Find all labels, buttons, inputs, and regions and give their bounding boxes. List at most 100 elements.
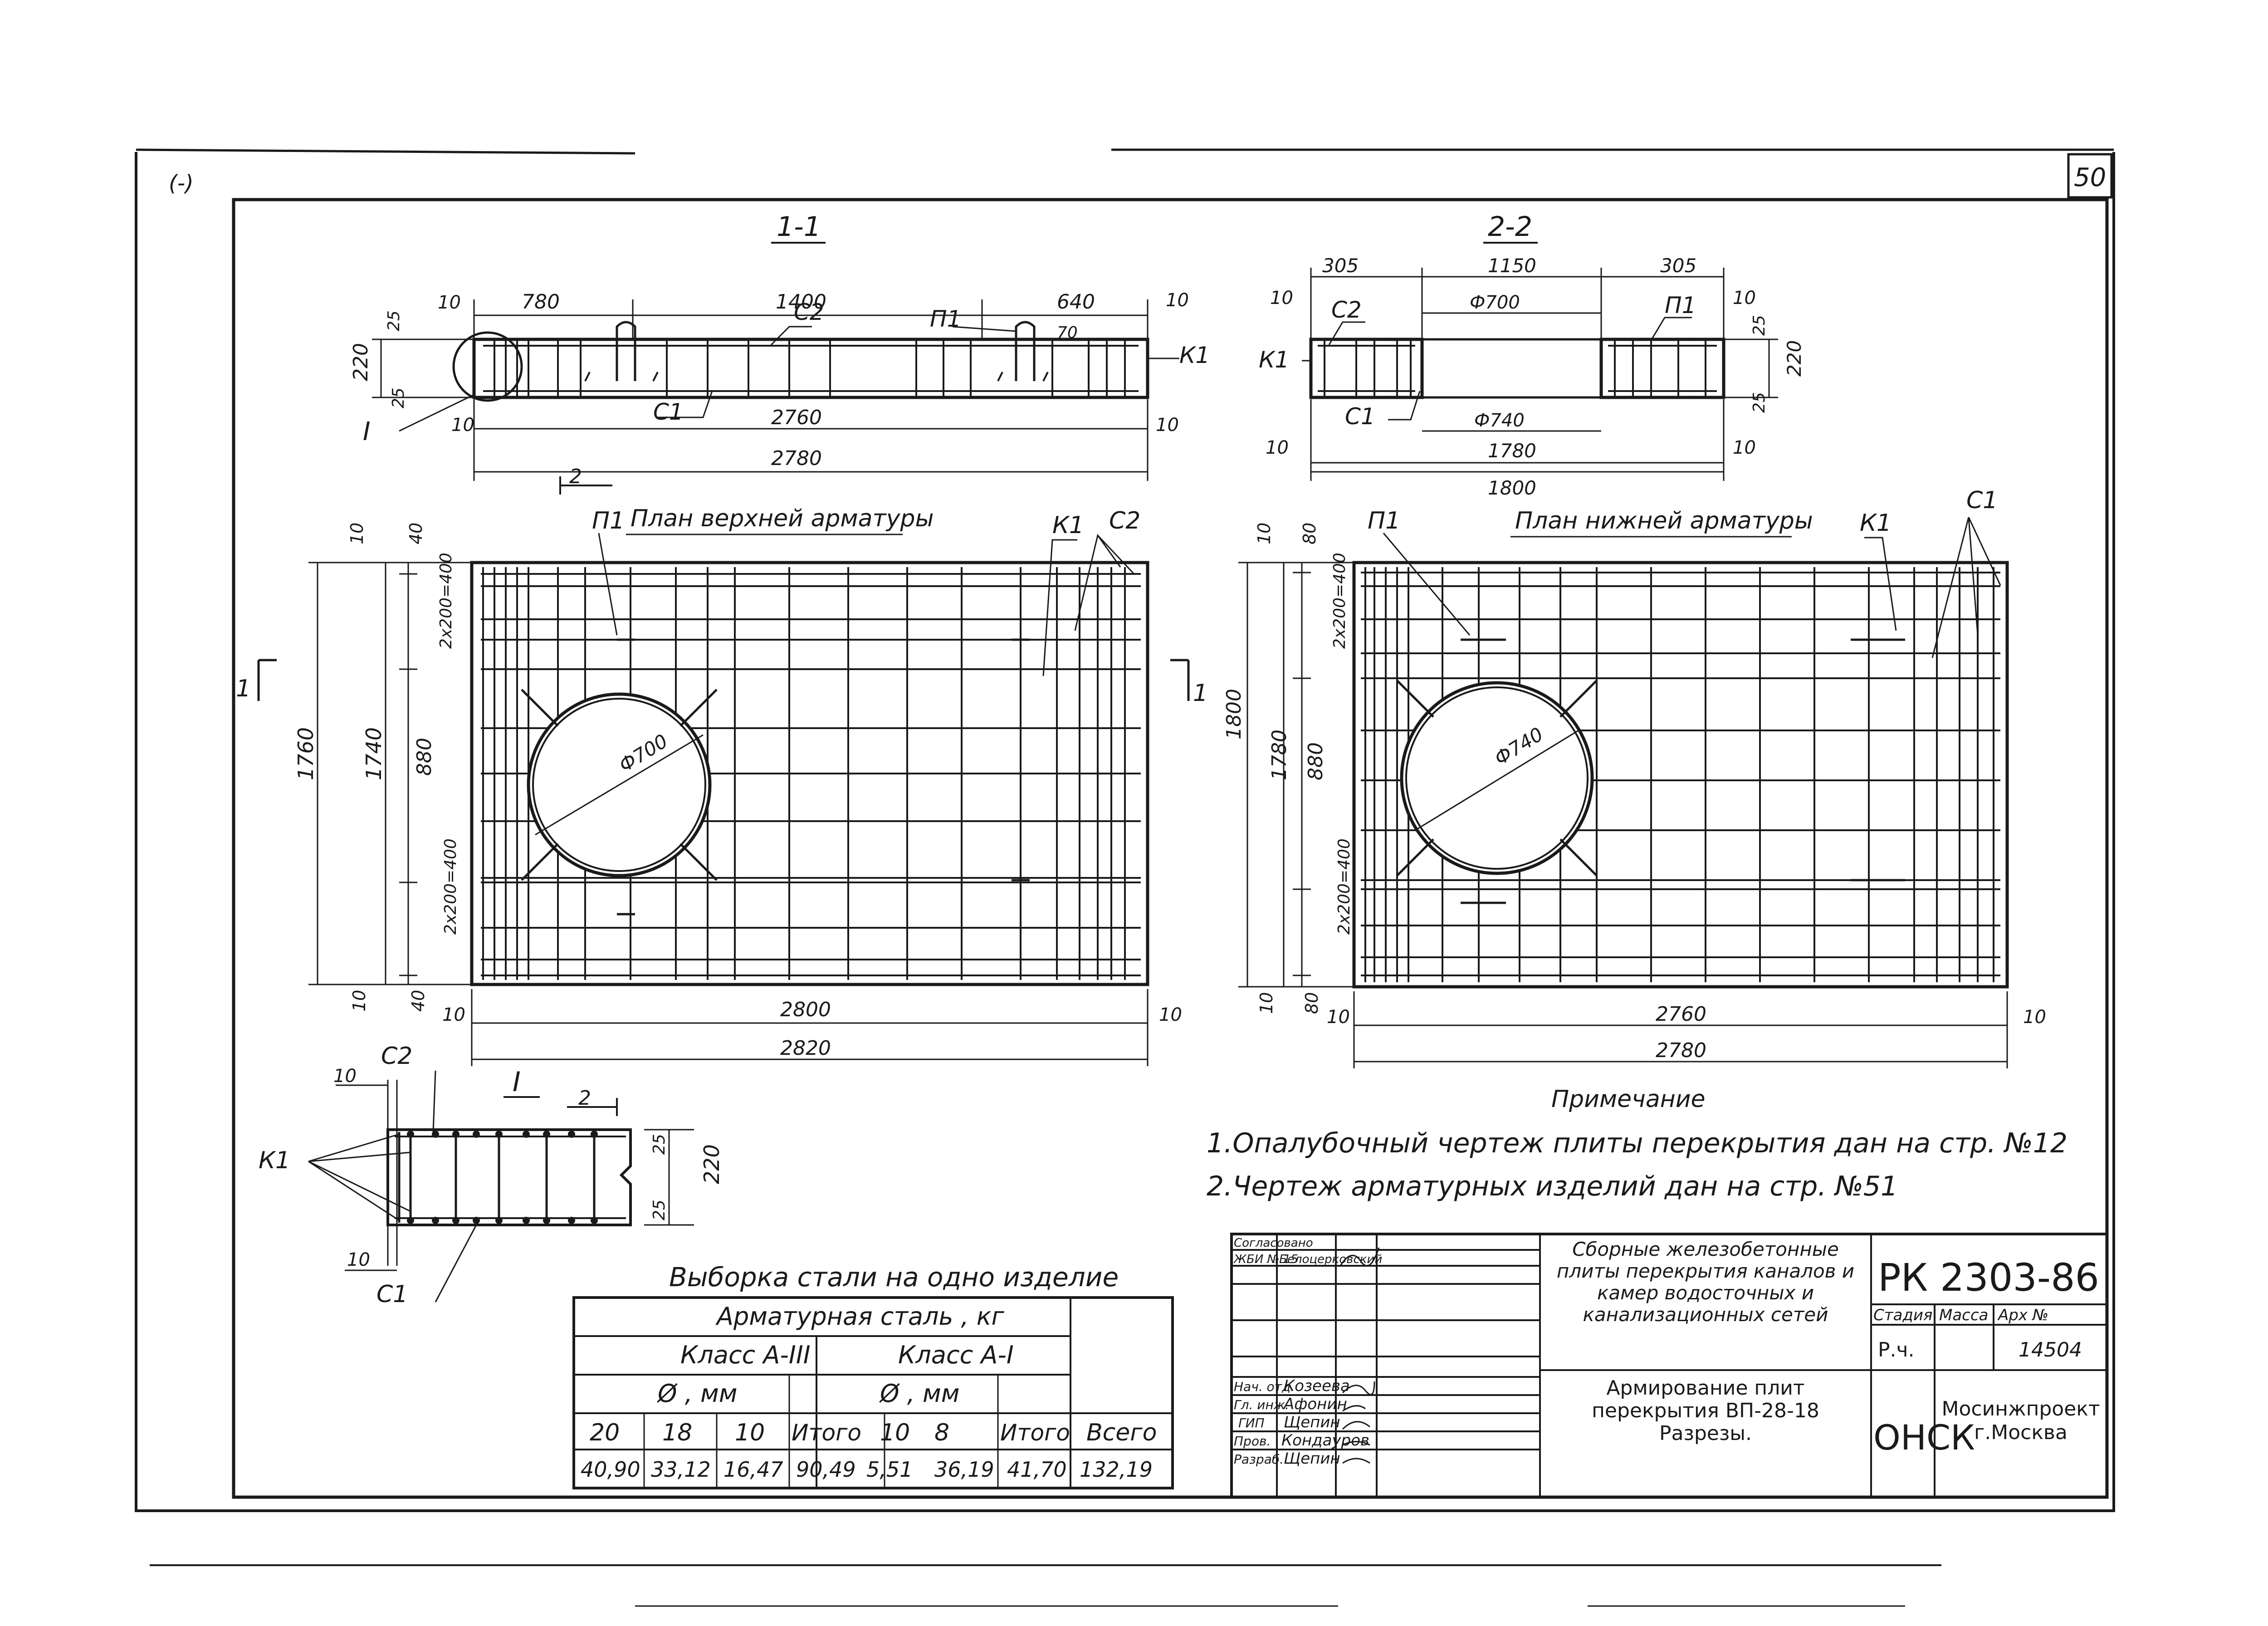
sign-role-0: Согласовано (1234, 1236, 1313, 1250)
steel-table-v-5: 5,51 (866, 1457, 913, 1482)
plan-top-dim-2x200-top: 2х200=400 (437, 553, 455, 649)
node-detail-label-c1: С1 (376, 1281, 408, 1308)
node-detail-dim-25-bottom: 25 (650, 1200, 669, 1220)
sign-name-8: Кондауров (1281, 1431, 1369, 1450)
node-detail-stirrups (398, 1132, 596, 1223)
sign-name-6: Афонин (1283, 1395, 1347, 1413)
sign-name-1: Белоцерковский (1279, 1253, 1382, 1266)
section-2-dim-25-bottom: 25 (1750, 392, 1769, 413)
section-2-dim-1150: 1150 (1488, 255, 1536, 277)
plan-bottom-label-k1: К1 (1860, 509, 1892, 537)
plan-bottom-dim-2x200-top: 2х200=400 (1330, 553, 1349, 649)
section-1-label-c2: С2 (794, 299, 824, 325)
plan-top-dim-2820: 2820 (780, 1037, 831, 1060)
plan-bottom-horizontal-bars (1361, 572, 2000, 976)
plan-top-reinforcement: План верхней арматуры Ф700 10 40 2х200=4… (236, 465, 1182, 1066)
plan-top-dim-10-br: 10 (1159, 1004, 1182, 1025)
section-2-label-p1: П1 (1665, 292, 1696, 318)
sheet-frame (135, 148, 2115, 1607)
sign-role-6: Гл. инж. (1234, 1397, 1289, 1412)
steel-table-h-itogo-a: Итого (792, 1420, 861, 1446)
section-1-dim-220: 220 (349, 343, 372, 381)
plan-top-dim-10-top: 10 (347, 523, 367, 544)
notes: Примечание 1.Опалубочный чертеж плиты пе… (1207, 1086, 2068, 1202)
section-1-dim-10-left: 10 (438, 292, 461, 313)
section-1-dim-2780: 2780 (771, 447, 822, 470)
section-2-dim-f740: Ф740 (1474, 410, 1525, 431)
section-1-dim-25-bottom: 25 (389, 387, 408, 408)
section-2-stirrups (1318, 340, 1717, 397)
plan-bottom-dim-80-top: 80 (1300, 523, 1320, 544)
title-block-org: Мосинжпроект г.Москва (1941, 1397, 2100, 1444)
steel-table-h-18: 18 (662, 1419, 692, 1446)
plan-top-label-k1: К1 (1052, 512, 1084, 539)
title-block-project: Сборные железобетонные плиты перекрытия … (1556, 1239, 1855, 1326)
steel-table-v-7: 41,70 (1007, 1457, 1067, 1482)
node-detail-section-mark: 2 (578, 1087, 591, 1110)
section-2-dim-10-bl: 10 (1266, 437, 1289, 458)
plan-bottom-dim-2x200-bottom: 2х200=400 (1335, 838, 1354, 935)
section-1-dim-2760: 2760 (771, 406, 822, 429)
steel-table-h-10a: 10 (735, 1419, 765, 1446)
section-1-1: 1-1 780 1400 640 70 10 10 25 220 25 2760 (349, 211, 1210, 481)
node-detail-dim-25-top: 25 (650, 1134, 669, 1155)
section-2-dim-305-right: 305 (1660, 255, 1696, 277)
title-block-dept: ОНСК (1873, 1417, 1975, 1458)
sign-role-1: ЖБИ № 15 (1233, 1253, 1298, 1266)
section-1-dim-70: 70 (1057, 323, 1078, 342)
plan-bottom-dim-10-bottom: 10 (1256, 992, 1276, 1014)
title-block-arch-no: 14504 (2019, 1338, 2082, 1362)
steel-table-diam-1: Ø , мм (879, 1379, 959, 1408)
title-block-stage: Р.ч. (1878, 1338, 1915, 1362)
section-1-label-c1: С1 (653, 399, 684, 425)
section-1-dim-10-right: 10 (1166, 290, 1189, 311)
node-detail-title: I (513, 1066, 521, 1098)
section-1-node-label: I (363, 417, 371, 446)
plan-top-dim-40-top: 40 (406, 523, 426, 544)
plan-bottom-reinforcement: План нижней арматуры Ф740 10 80 2х200=40… (1170, 487, 2046, 1068)
plan-top-dim-10-bottom: 10 (349, 990, 369, 1012)
title-block-project-box: Сборные железобетонные плиты перекрытия … (1556, 1239, 1855, 1326)
section-2-label-c2: С2 (1331, 297, 1362, 323)
title-block-stage-hdr: Стадия (1873, 1306, 1932, 1324)
plan-bottom-label-p1: П1 (1368, 507, 1400, 534)
sign-role-9: Разраб. (1234, 1452, 1284, 1467)
node-detail-dim-10-bottom: 10 (347, 1249, 370, 1270)
notes-line-1: 1.Опалубочный чертеж плиты перекрытия да… (1207, 1127, 2068, 1159)
steel-table-v-3: 16,47 (723, 1457, 783, 1482)
plan-top-dim-10-bl: 10 (442, 1004, 465, 1025)
plan-bottom-label-c1: С1 (1966, 487, 1998, 514)
section-2-dim-305-left: 305 (1322, 255, 1359, 277)
steel-table-v-8: 132,19 (1080, 1457, 1153, 1482)
plan-bottom-dim-880: 880 (1304, 742, 1327, 780)
section-2-label-c1: С1 (1345, 403, 1375, 430)
steel-table-h-20: 20 (590, 1419, 620, 1446)
sign-name-9: Щепин (1284, 1450, 1340, 1468)
steel-table-v-6: 36,19 (934, 1457, 994, 1482)
sign-role-5: Нач. отд. (1234, 1379, 1295, 1394)
plan-bottom-dim-1780: 1780 (1268, 730, 1291, 780)
section-1-title: 1-1 (777, 211, 821, 243)
sign-name-7: Щепин (1284, 1413, 1340, 1431)
notes-heading: Примечание (1551, 1086, 1706, 1113)
section-1-dim-640: 640 (1057, 290, 1095, 313)
section-2-dim-f700: Ф700 (1470, 292, 1520, 313)
section-1-dim-780: 780 (522, 290, 560, 313)
plan-bottom-dim-80-bottom: 80 (1302, 992, 1322, 1014)
section-2-title: 2-2 (1488, 211, 1532, 243)
steel-table-total-header: Всего (1086, 1419, 1157, 1446)
section-2-dim-1780: 1780 (1488, 440, 1536, 462)
plan-bottom-dim-2760: 2760 (1656, 1003, 1706, 1026)
section-1-dim-25-top: 25 (385, 310, 403, 331)
node-detail-I: I 2 10 10 25 220 25 С2 К1 С1 (259, 1043, 724, 1308)
title-block: РК 2303-86 Сборные железобетонные плиты … (1230, 1233, 2108, 1499)
section-2-dim-10-br: 10 (1733, 437, 1756, 458)
steel-table-h-10b: 10 (880, 1419, 910, 1446)
section-1-label-k1: К1 (1179, 342, 1210, 368)
steel-table-v-2: 33,12 (651, 1457, 711, 1482)
plan-top-dim-2x200-bottom: 2х200=400 (441, 838, 460, 935)
signatures (1339, 1247, 1380, 1464)
plan-top-dim-40-bottom: 40 (408, 990, 428, 1012)
plan-top-dim-880: 880 (413, 738, 436, 776)
